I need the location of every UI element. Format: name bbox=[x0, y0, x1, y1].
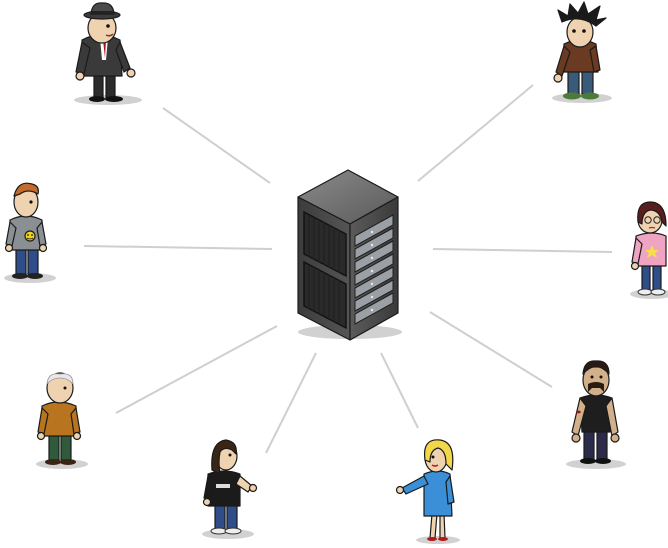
person-spiky-hair-icon bbox=[552, 1, 612, 103]
person-smiley-shirt-icon bbox=[4, 182, 56, 283]
server-rack-icon bbox=[297, 169, 402, 341]
person-glasses-girl-icon bbox=[630, 201, 668, 299]
person-long-hair-icon bbox=[202, 439, 258, 539]
server-drive-bays bbox=[354, 214, 394, 325]
link-biker bbox=[429, 311, 553, 388]
link-older-man bbox=[115, 325, 278, 414]
person-biker-icon bbox=[566, 360, 626, 469]
connectors bbox=[83, 84, 613, 454]
link-businessman bbox=[162, 107, 271, 184]
link-spiky-hair-teen bbox=[417, 84, 534, 182]
link-long-hair-guy bbox=[265, 352, 317, 454]
person-older-man-icon bbox=[36, 372, 88, 469]
link-glasses-girl bbox=[432, 248, 613, 253]
person-businessman-icon bbox=[74, 2, 142, 105]
server-vent-grille bbox=[303, 210, 347, 330]
link-smiley-shirt-guy bbox=[83, 245, 273, 250]
person-blonde-woman-icon bbox=[395, 439, 460, 544]
link-blonde-woman bbox=[380, 352, 419, 429]
